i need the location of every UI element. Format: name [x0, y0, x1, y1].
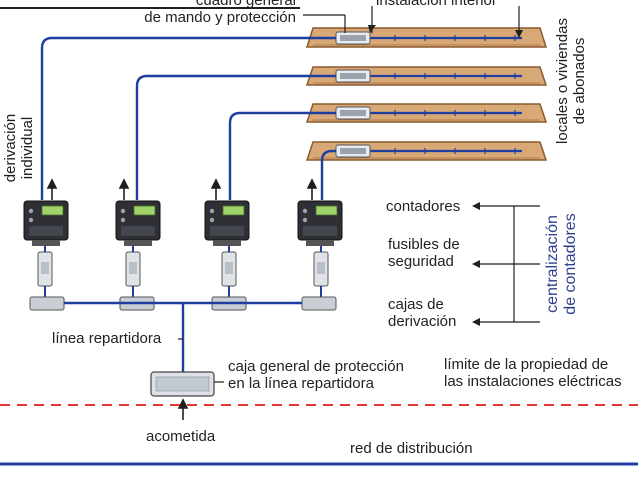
meter	[204, 200, 250, 246]
fuse	[313, 251, 329, 287]
dwellings-label: locales o viviendas de abonados	[554, 6, 588, 156]
dwellings-label-line1: locales o viviendas	[554, 18, 571, 144]
wiring-ticks	[394, 35, 516, 154]
up-arrows	[46, 178, 318, 200]
individual-derivation-label: derivación individual	[2, 106, 36, 190]
general-protection-box	[150, 371, 215, 397]
control-panel-label-line2: de mando y protección	[144, 9, 296, 26]
derivation-boxes-label-line1: cajas de	[388, 296, 444, 313]
meter-centralization-line1: centralización	[544, 215, 561, 313]
meters-label: contadores	[386, 198, 461, 215]
meter	[297, 200, 343, 246]
meter	[23, 200, 69, 246]
individual-derivation-wires	[40, 36, 336, 200]
service-entrance-label: acometida	[146, 428, 216, 445]
derivation-box	[301, 296, 337, 311]
fuse	[125, 251, 141, 287]
distribution-line-bus	[64, 301, 302, 372]
fuses-label-line2: seguridad	[388, 253, 454, 270]
control-panels	[335, 31, 371, 158]
control-panel	[335, 69, 371, 83]
derivation-box	[29, 296, 65, 311]
meters	[23, 200, 343, 246]
pointer-arrows	[368, 25, 523, 326]
control-panel-label-line1: cuadro general	[195, 0, 296, 9]
distribution-line-label: línea repartidora	[52, 330, 162, 347]
fuse	[221, 251, 237, 287]
meter-centralization-label: centralización de contadores	[544, 194, 580, 334]
distribution-network-label: red de distribución	[350, 440, 473, 457]
leader-lines	[178, 6, 540, 383]
meter-centralization-line2: de contadores	[562, 213, 579, 315]
property-limit-label-line1: límite de la propiedad de	[444, 356, 609, 373]
dwellings-label-line2: de abonados	[571, 37, 588, 125]
vertical-connections	[44, 246, 322, 297]
interior-wiring	[370, 36, 522, 153]
control-panel	[335, 106, 371, 120]
fuses-label-line1: fusibles de	[388, 236, 460, 253]
fuse	[37, 251, 53, 287]
fuses	[37, 251, 329, 287]
individual-derivation-line2: individual	[19, 116, 36, 180]
derivation-boxes	[29, 296, 337, 311]
control-panel	[335, 144, 371, 158]
derivation-boxes-label-line2: derivación	[388, 313, 457, 330]
general-box-label-line1: caja general de protección	[228, 358, 404, 375]
property-limit-label-line2: las instalaciones eléctricas	[444, 373, 622, 390]
control-panel	[335, 31, 371, 45]
meter	[115, 200, 161, 246]
service-entrance-arrow	[177, 398, 189, 420]
dwelling-planks	[305, 27, 548, 161]
individual-derivation-line1: derivación	[2, 113, 19, 183]
general-box-label-line2: en la línea repartidora	[228, 375, 374, 392]
interior-installation-label: instalación interior	[376, 0, 497, 9]
